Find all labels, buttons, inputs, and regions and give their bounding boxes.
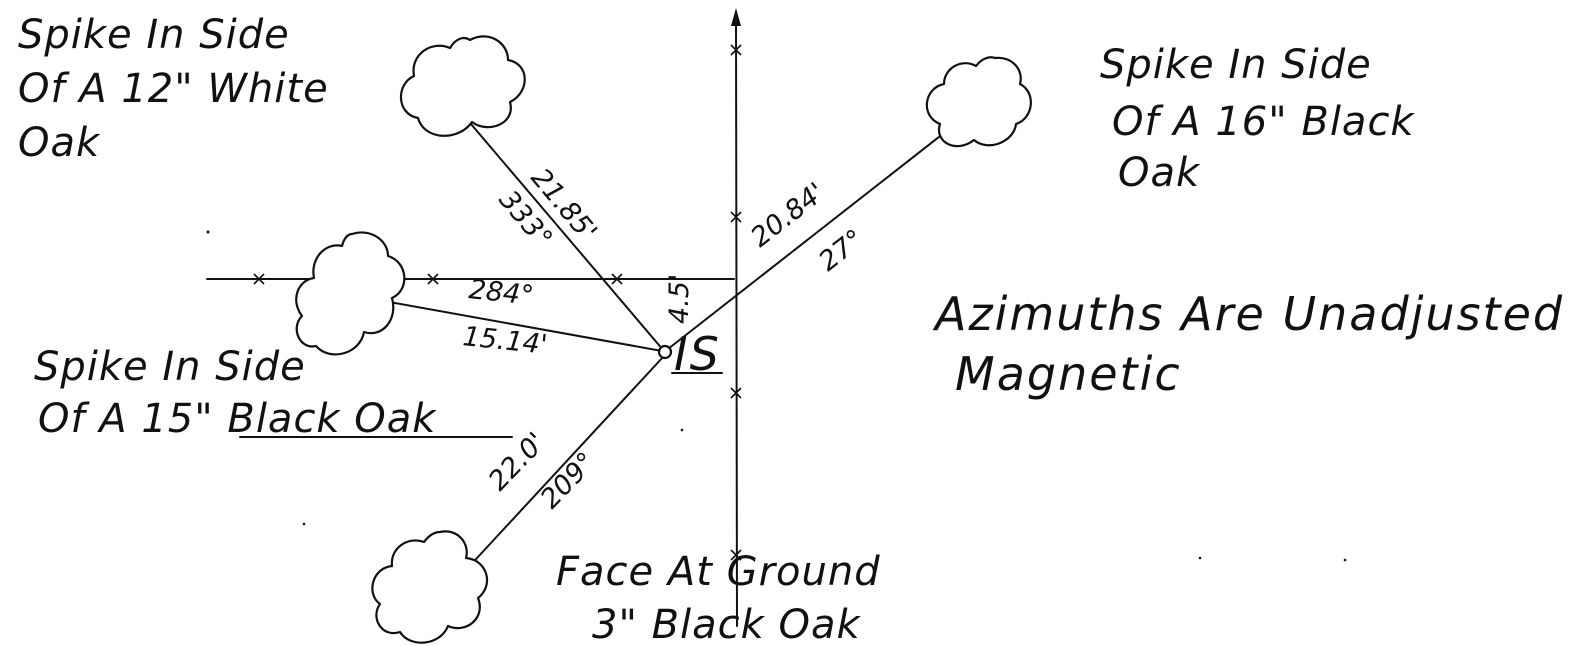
ne-label-line-1: Spike In Side <box>1100 42 1372 88</box>
w-azimuth: 284° <box>467 274 535 312</box>
w-label-line-1: Spike In Side <box>34 344 306 390</box>
note-line-2: Magnetic <box>955 347 1182 401</box>
tree-nw-icon <box>399 35 526 137</box>
sw-label-line-1: Face At Ground <box>556 549 881 595</box>
nw-label-line-1: Spike In Side <box>18 12 290 58</box>
axis-ticks <box>253 44 742 561</box>
note-line-1: Azimuths Are Unadjusted <box>932 287 1564 341</box>
bearing-line-w <box>355 295 663 352</box>
sw-label-line-2: 3" Black Oak <box>592 602 861 646</box>
ne-azimuth: 27° <box>813 224 870 278</box>
bearing-line-sw <box>439 355 665 599</box>
nw-label-line-3: Oak <box>18 120 101 166</box>
north-arrow-icon <box>731 8 741 26</box>
bearing-line-ne <box>667 96 991 350</box>
ne-label-line-3: Oak <box>1118 150 1201 196</box>
north-south-line <box>735 13 738 627</box>
corner-offset: 4.5' <box>664 274 695 324</box>
ne-label-line-2: Of A 16" Black <box>1112 99 1415 145</box>
corner-point-marker <box>657 344 673 360</box>
pencil-specks <box>206 230 1347 562</box>
sw-azimuth: 209° <box>535 447 602 515</box>
bearing-line-nw <box>447 96 665 352</box>
tree-w-icon <box>295 231 406 356</box>
w-label-line-2: Of A 15" Black Oak <box>38 396 437 442</box>
tree-sw-icon <box>371 530 488 644</box>
w-distance: 15.14' <box>461 321 548 361</box>
tree-ne-icon <box>925 56 1032 148</box>
ne-distance: 20.84' <box>745 177 831 254</box>
nw-label-line-2: Of A 12" White <box>18 66 329 112</box>
